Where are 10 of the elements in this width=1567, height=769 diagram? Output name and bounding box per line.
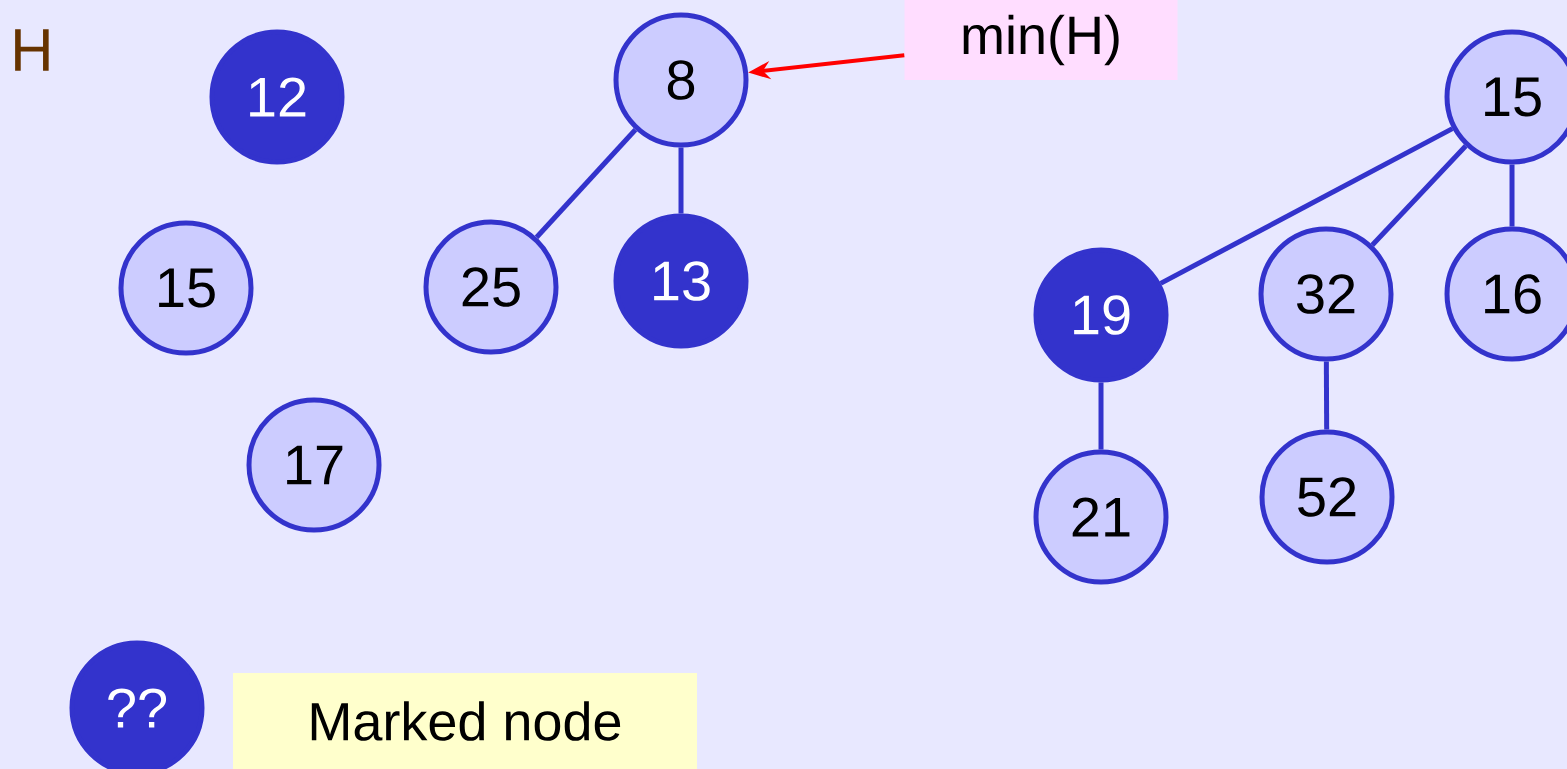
note-box: min(H) — [904, 0, 1178, 80]
tree-line — [1159, 126, 1454, 286]
tree-line — [1509, 164, 1515, 227]
heap-label: H — [15, 29, 49, 71]
tree-line — [678, 147, 684, 214]
tree-line — [1098, 382, 1104, 450]
tree-line — [1323, 361, 1330, 430]
tree-line — [534, 128, 638, 239]
note-box: Marked node — [233, 673, 697, 769]
tree-line — [1370, 144, 1468, 247]
